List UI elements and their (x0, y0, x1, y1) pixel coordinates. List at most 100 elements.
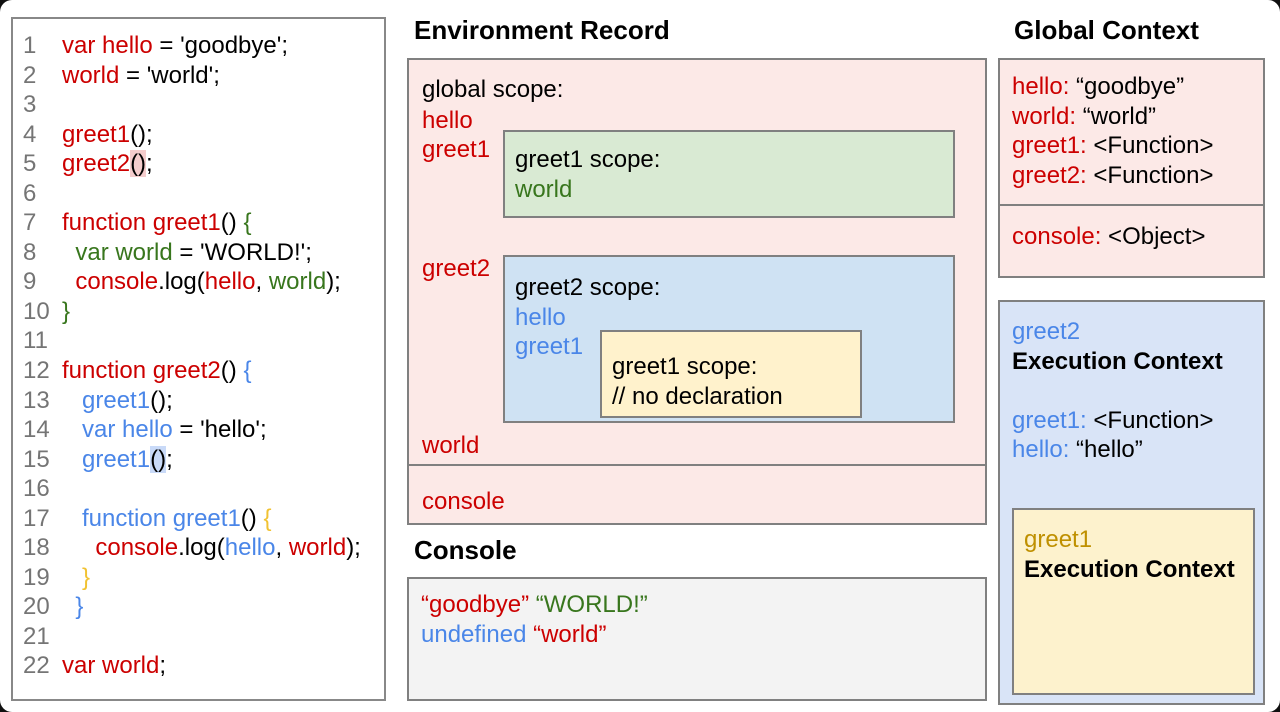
text-segment: function greet2 (62, 357, 221, 385)
text-segment: } (62, 297, 71, 325)
code-line: 17 function greet1() { (13, 504, 384, 534)
code-line: 10} (13, 297, 384, 327)
text-segment: “goodbye” (421, 591, 530, 618)
text-segment: “world” (533, 620, 607, 648)
line-number: 7 (23, 209, 37, 237)
line-number: 11 (23, 327, 48, 355)
text-segment: undefined (421, 620, 527, 648)
text-line: Execution Context (1024, 555, 1253, 585)
text-line: world (515, 175, 953, 205)
text-segment: greet1 (1024, 526, 1093, 553)
text-line: greet1 scope: (612, 352, 860, 382)
text-segment: “goodbye” (1069, 73, 1185, 100)
var-label-world: world (422, 432, 480, 459)
code-line: 21 (13, 622, 384, 652)
text-segment: var world (62, 652, 160, 680)
text-segment: ); (346, 534, 361, 562)
code-line: 18 console.log(hello, world); (13, 533, 384, 563)
text-segment: var world (75, 238, 173, 266)
line-number: 15 (23, 445, 50, 473)
text-segment: <Function> (1086, 406, 1214, 434)
text-segment: greet2 (62, 150, 131, 178)
text-segment: var hello (82, 416, 173, 444)
line-number: 14 (23, 416, 50, 444)
text-segment: greet1 (82, 386, 151, 414)
text-segment: = 'world'; (119, 61, 220, 89)
text-segment: ); (326, 268, 341, 296)
line-number: 16 (23, 475, 50, 503)
text-segment: = 'hello'; (172, 416, 267, 444)
text-line: hello: “hello” (1012, 435, 1263, 465)
console-output-box: “goodbye” “WORLD!”undefined “world” (407, 577, 987, 701)
line-number: 20 (23, 593, 50, 621)
code-line: 6 (13, 179, 384, 209)
text-segment (62, 268, 75, 295)
text-segment: hello (224, 534, 276, 562)
text-segment: , (255, 268, 269, 296)
text-segment: Execution Context (1012, 347, 1223, 375)
text-segment: } (75, 593, 84, 621)
text-segment: var hello (62, 32, 153, 59)
console-binding-label: console (409, 466, 985, 517)
code-line: 19 } (13, 563, 384, 593)
text-segment: “hello” (1069, 436, 1143, 464)
text-segment: console (95, 534, 179, 562)
text-segment: { (243, 209, 252, 237)
text-segment: “WORLD!” (535, 591, 648, 618)
text-segment: () (240, 504, 264, 532)
text-segment: greet2 scope: (515, 274, 661, 301)
global-context-box: hello: “goodbye”world: “world”greet1: <F… (998, 58, 1265, 206)
text-segment: = 'goodbye'; (152, 32, 288, 59)
text-line: greet2 scope: (515, 273, 953, 303)
code-line: 7 function greet1() { (13, 208, 384, 238)
text-segment: greet2 (1012, 318, 1081, 345)
text-segment: = 'WORLD!'; (172, 238, 312, 266)
text-segment: .log( (158, 268, 205, 296)
text-segment: function greet1 (62, 209, 221, 237)
text-segment: greet2: (1012, 161, 1087, 189)
var-label-greet1: greet1 (422, 136, 491, 163)
text-segment: () (150, 445, 167, 473)
line-number: 22 (23, 652, 50, 680)
line-number: 13 (23, 386, 50, 414)
line-number: 5 (23, 150, 37, 178)
text-segment: “world” (1076, 102, 1157, 130)
text-segment: () (220, 209, 244, 237)
text-line: greet1: <Function> (1012, 406, 1263, 436)
text-segment: ; (166, 445, 173, 473)
text-segment: greet1 (82, 445, 151, 473)
greet1-inner-scope-lines: greet1 scope:// no declaration (602, 332, 860, 411)
text-segment: { (243, 357, 252, 385)
text-line: greet1 (515, 332, 953, 362)
global-context-console-box: console: <Object> (998, 204, 1265, 278)
text-segment (62, 416, 82, 443)
line-number: 19 (23, 563, 50, 591)
text-line: “goodbye” “WORLD!” (421, 590, 985, 620)
line-number: 21 (23, 622, 50, 650)
code-line: 11 (13, 326, 384, 356)
global-context-console-line: console: <Object> (1000, 206, 1263, 252)
line-number: 2 (23, 61, 37, 89)
text-segment (62, 239, 75, 266)
code-line: 3 (13, 90, 384, 120)
text-segment: } (82, 563, 91, 591)
text-line: // no declaration (612, 382, 860, 412)
line-number: 4 (23, 120, 37, 148)
text-segment: world: (1012, 102, 1077, 130)
text-segment (62, 446, 82, 473)
code-line: 20 } (13, 592, 384, 622)
text-line: greet2 (1012, 317, 1263, 347)
greet1-scope-box: greet1 scope:world (503, 130, 955, 218)
text-line: greet2: <Function> (1012, 161, 1263, 191)
text-segment: world (515, 175, 573, 203)
text-segment: hello (515, 303, 566, 331)
text-line: greet1: <Function> (1012, 131, 1263, 161)
